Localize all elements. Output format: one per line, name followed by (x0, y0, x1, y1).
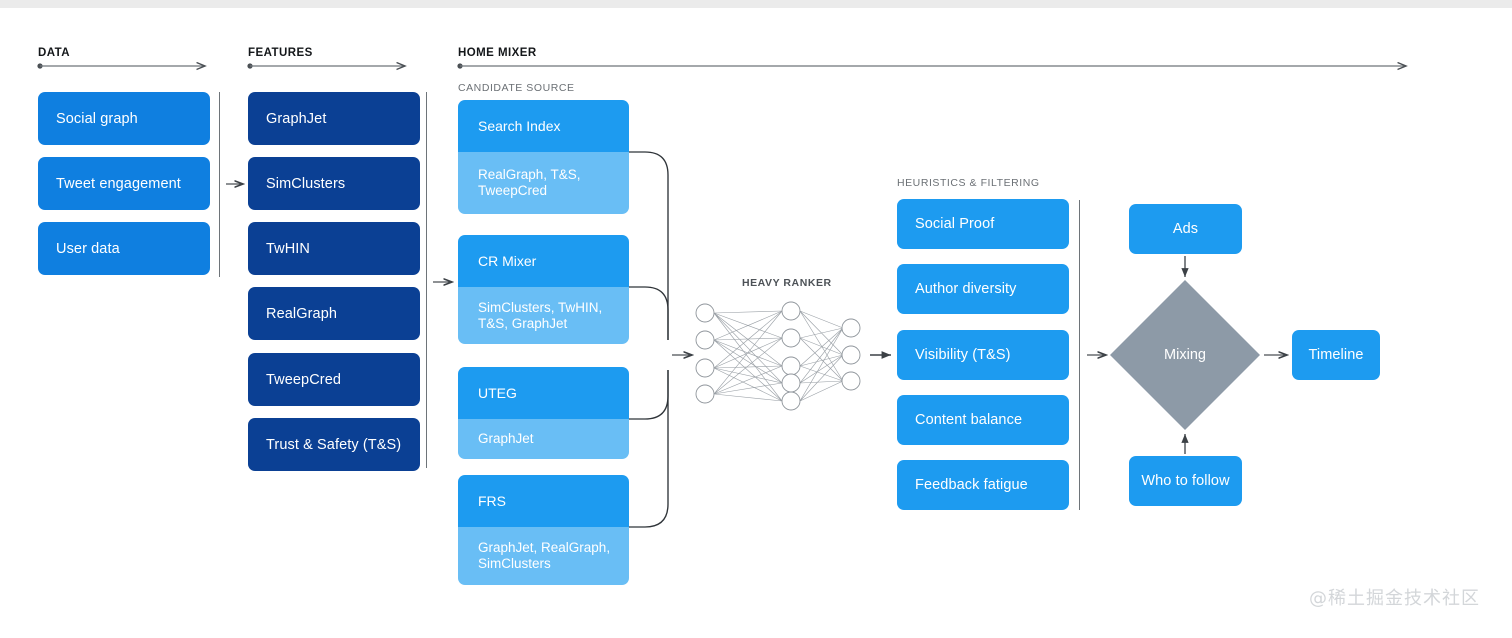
nn-nodes (695, 301, 861, 411)
section-title-features: FEATURES (248, 47, 313, 59)
section-rule-features (247, 63, 405, 68)
candidate-source-name: Search Index (458, 100, 629, 152)
subsection-title-heavy-ranker: HEAVY RANKER (742, 277, 832, 289)
feature-box-tweepcred[interactable]: TweepCred (248, 353, 420, 406)
heavy-ranker-network (695, 301, 861, 411)
candidate-source-frs[interactable]: FRS GraphJet, RealGraph, SimClusters (458, 475, 629, 585)
data-box-social-graph[interactable]: Social graph (38, 92, 210, 145)
heuristic-box-label: Feedback fatigue (915, 477, 1028, 493)
candidate-source-connectors (629, 151, 669, 528)
candidate-source-features: SimClusters, TwHIN, T&S, GraphJet (458, 287, 629, 344)
heuristic-box-content-balance[interactable]: Content balance (897, 395, 1069, 445)
divider-data-features (219, 92, 221, 277)
candidate-source-cr-mixer[interactable]: CR Mixer SimClusters, TwHIN, T&S, GraphJ… (458, 235, 629, 344)
heuristic-box-feedback-fatigue[interactable]: Feedback fatigue (897, 460, 1069, 510)
feature-box-trust-safety[interactable]: Trust & Safety (T&S) (248, 418, 420, 471)
data-box-label: User data (56, 240, 120, 257)
who-to-follow-label: Who to follow (1141, 473, 1230, 489)
data-box-label: Social graph (56, 110, 138, 127)
heuristic-box-author-diversity[interactable]: Author diversity (897, 264, 1069, 314)
candidate-source-search-index[interactable]: Search Index RealGraph, T&S, TweepCred (458, 100, 629, 214)
feature-box-label: SimClusters (266, 175, 346, 192)
feature-box-graphjet[interactable]: GraphJet (248, 92, 420, 145)
candidate-source-features: GraphJet (458, 419, 629, 459)
feature-box-label: TweepCred (266, 371, 342, 388)
watermark: @稀土掘金技术社区 (1309, 588, 1480, 609)
ads-label: Ads (1172, 221, 1199, 237)
feature-box-simclusters[interactable]: SimClusters (248, 157, 420, 210)
output-box-timeline[interactable]: Timeline (1292, 330, 1380, 380)
feature-box-label: GraphJet (266, 110, 327, 127)
data-box-tweet-engagement[interactable]: Tweet engagement (38, 157, 210, 210)
mixing-input-ads[interactable]: Ads (1129, 204, 1242, 254)
mixing-label: Mixing (1164, 347, 1206, 363)
timeline-label: Timeline (1308, 347, 1364, 363)
nn-edges (713, 310, 844, 402)
divider-heuristics-mixing (1079, 200, 1081, 510)
feature-box-label: TwHIN (266, 240, 310, 257)
candidate-source-name: FRS (458, 475, 629, 527)
candidate-source-features: RealGraph, T&S, TweepCred (458, 152, 629, 214)
feature-box-realgraph[interactable]: RealGraph (248, 287, 420, 340)
heuristic-box-visibility[interactable]: Visibility (T&S) (897, 330, 1069, 380)
heuristic-box-label: Content balance (915, 412, 1023, 428)
subsection-title-heuristics: HEURISTICS & FILTERING (897, 177, 1040, 189)
subsection-title-candidate-source: CANDIDATE SOURCE (458, 82, 575, 94)
mixing-diamond[interactable]: Mixing (1110, 280, 1260, 430)
section-title-home-mixer: HOME MIXER (458, 47, 537, 59)
candidate-source-features: GraphJet, RealGraph, SimClusters (458, 527, 629, 585)
data-box-user-data[interactable]: User data (38, 222, 210, 275)
candidate-source-name: CR Mixer (458, 235, 629, 287)
data-box-label: Tweet engagement (56, 175, 181, 192)
candidate-source-uteg[interactable]: UTEG GraphJet (458, 367, 629, 459)
section-rule-data (37, 63, 205, 68)
divider-features-home-mixer (426, 92, 428, 468)
mixing-input-who-to-follow[interactable]: Who to follow (1129, 456, 1242, 506)
section-title-data: DATA (38, 47, 71, 59)
feature-box-label: Trust & Safety (T&S) (266, 436, 402, 453)
feature-box-label: RealGraph (266, 305, 338, 322)
feature-box-twhin[interactable]: TwHIN (248, 222, 420, 275)
heuristic-box-label: Social Proof (915, 216, 995, 232)
heuristic-box-social-proof[interactable]: Social Proof (897, 199, 1069, 249)
candidate-source-name: UTEG (458, 367, 629, 419)
top-strip (0, 0, 1512, 8)
heuristic-box-label: Author diversity (915, 281, 1017, 297)
section-rule-home-mixer (457, 63, 1406, 68)
heuristic-box-label: Visibility (T&S) (915, 347, 1011, 363)
